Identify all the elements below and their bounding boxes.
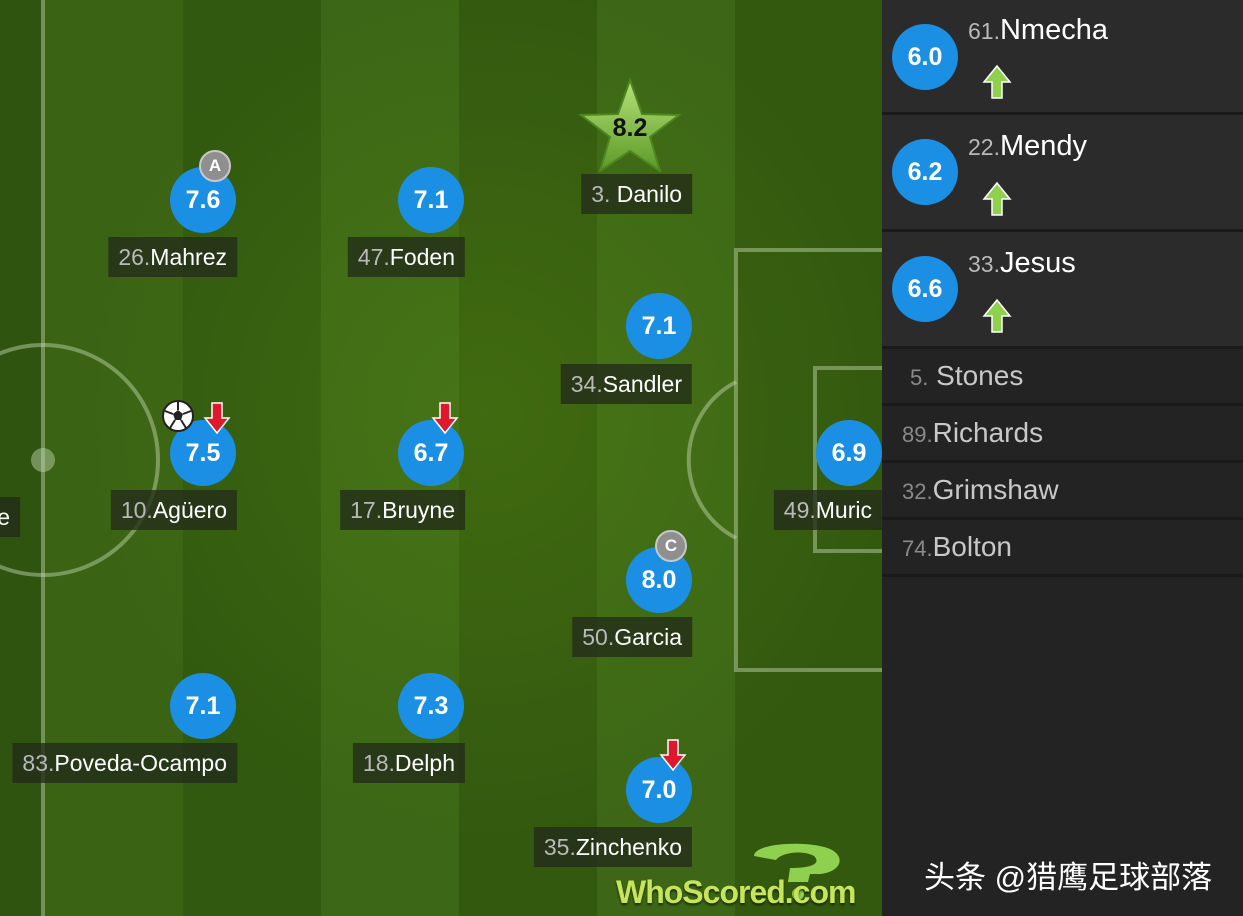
- whoscored-logo: WhoScored.com: [614, 838, 874, 912]
- player-number: 26.: [118, 244, 151, 270]
- player-name-tag[interactable]: 18.Delph: [352, 743, 465, 783]
- sub-row-mendy[interactable]: 6.2 22.Mendy: [882, 115, 1243, 232]
- player-rating: 7.1: [170, 673, 236, 739]
- player-rating: 7.0: [626, 757, 692, 823]
- player-rating: 7.1: [398, 167, 464, 233]
- goal-icon: [162, 400, 194, 432]
- player-name: Poveda-Ocampo: [54, 750, 227, 776]
- player-number: 34.: [570, 371, 603, 397]
- player-name-tag-cutoff[interactable]: e: [0, 497, 20, 537]
- player-number: 49.: [783, 497, 816, 523]
- player-number: 61.: [968, 18, 1000, 44]
- player-number: 47.: [357, 244, 390, 270]
- pitch: 7.6 A 26.Mahrez 7.1 47.Foden 8.2 3. D: [0, 0, 882, 916]
- sub-out-icon: [431, 402, 459, 435]
- sub-in-arrow-icon: [982, 64, 1012, 99]
- player-name: Grimshaw: [932, 474, 1059, 505]
- player-name: Richards: [932, 417, 1044, 448]
- player-rating: 8.2: [612, 114, 648, 142]
- player-name: Zinchenko: [575, 834, 682, 860]
- player-name: Bruyne: [382, 497, 455, 523]
- player-number: 74.: [902, 536, 933, 561]
- player-name: Mendy: [999, 130, 1088, 162]
- player-rating: 6.7: [398, 420, 464, 486]
- player-name: Bolton: [932, 531, 1012, 562]
- player-name-tag[interactable]: 17.Bruyne: [340, 490, 465, 530]
- man-of-the-match-star-icon: 8.2: [578, 78, 682, 172]
- player-number: 3.: [591, 181, 611, 207]
- player-name: Agüero: [152, 497, 227, 523]
- player-name: Sandler: [602, 371, 682, 397]
- player-number: 18.: [362, 750, 395, 776]
- player-name: Muric: [815, 497, 872, 523]
- substitutes-sidebar: 6.0 61.Nmecha 6.2 22.Mendy 6.6 33.Jesus …: [882, 0, 1243, 916]
- player-number: 83.: [22, 750, 55, 776]
- player-rating: 6.9: [816, 420, 882, 486]
- player-name-tag[interactable]: 35.Zinchenko: [533, 827, 692, 867]
- player-name: Foden: [389, 244, 455, 270]
- sub-row-nmecha[interactable]: 6.0 61.Nmecha: [882, 0, 1243, 115]
- player-name-tag[interactable]: 50.Garcia: [572, 617, 692, 657]
- player-name: Danilo: [616, 181, 682, 207]
- player-name-label: 33.Jesus: [968, 247, 1076, 280]
- player-name-tag[interactable]: 83.Poveda-Ocampo: [12, 743, 237, 783]
- player-rating: 7.1: [626, 293, 692, 359]
- whoscored-logo-text: WhoScored.com: [616, 874, 856, 910]
- player-name-tag[interactable]: 49.Muric: [773, 490, 882, 530]
- sub-out-icon: [659, 739, 687, 772]
- sub-in-arrow-icon: [982, 298, 1012, 333]
- watermark-text: 头条 @猎鹰足球部落: [924, 860, 1213, 895]
- bench-row-stones[interactable]: 5. Stones: [882, 349, 1243, 406]
- player-rating: 7.3: [398, 673, 464, 739]
- player-rating: 7.5: [170, 420, 236, 486]
- sub-in-arrow-icon: [982, 181, 1012, 216]
- player-number: 22.: [968, 134, 1000, 160]
- player-name-tag[interactable]: 34.Sandler: [560, 364, 692, 404]
- player-number: 17.: [350, 497, 383, 523]
- player-rating: 6.0: [892, 24, 958, 90]
- player-number: 50.: [582, 624, 615, 650]
- assist-badge: A: [199, 150, 231, 182]
- player-name-tag[interactable]: 10.Agüero: [110, 490, 237, 530]
- player-name-label: 22.Mendy: [968, 130, 1087, 163]
- player-name-label: 61.Nmecha: [968, 14, 1108, 47]
- player-number: 89.: [902, 422, 933, 447]
- player-number: 32.: [902, 479, 933, 504]
- player-rating: 6.6: [892, 256, 958, 322]
- player-name-tag[interactable]: 3. Danilo: [581, 174, 692, 214]
- player-name-tag[interactable]: 26.Mahrez: [108, 237, 237, 277]
- bench-row-bolton[interactable]: 74.Bolton: [882, 520, 1243, 577]
- player-number: 10.: [120, 497, 153, 523]
- player-name: Jesus: [999, 247, 1076, 279]
- bench-row-richards[interactable]: 89.Richards: [882, 406, 1243, 463]
- captain-badge: C: [655, 530, 687, 562]
- player-name-tag[interactable]: 47.Foden: [347, 237, 465, 277]
- bench-row-grimshaw[interactable]: 32.Grimshaw: [882, 463, 1243, 520]
- player-name: Garcia: [614, 624, 682, 650]
- sub-out-icon: [203, 402, 231, 435]
- player-number: 5.: [910, 365, 929, 390]
- player-name: Stones: [936, 360, 1024, 391]
- player-name: e: [0, 504, 10, 530]
- player-number: 33.: [968, 251, 1000, 277]
- player-number: 35.: [543, 834, 576, 860]
- player-name: Nmecha: [999, 14, 1108, 46]
- player-name: Mahrez: [150, 244, 227, 270]
- player-name: Delph: [394, 750, 455, 776]
- sub-row-jesus[interactable]: 6.6 33.Jesus: [882, 232, 1243, 349]
- player-rating: 6.2: [892, 139, 958, 205]
